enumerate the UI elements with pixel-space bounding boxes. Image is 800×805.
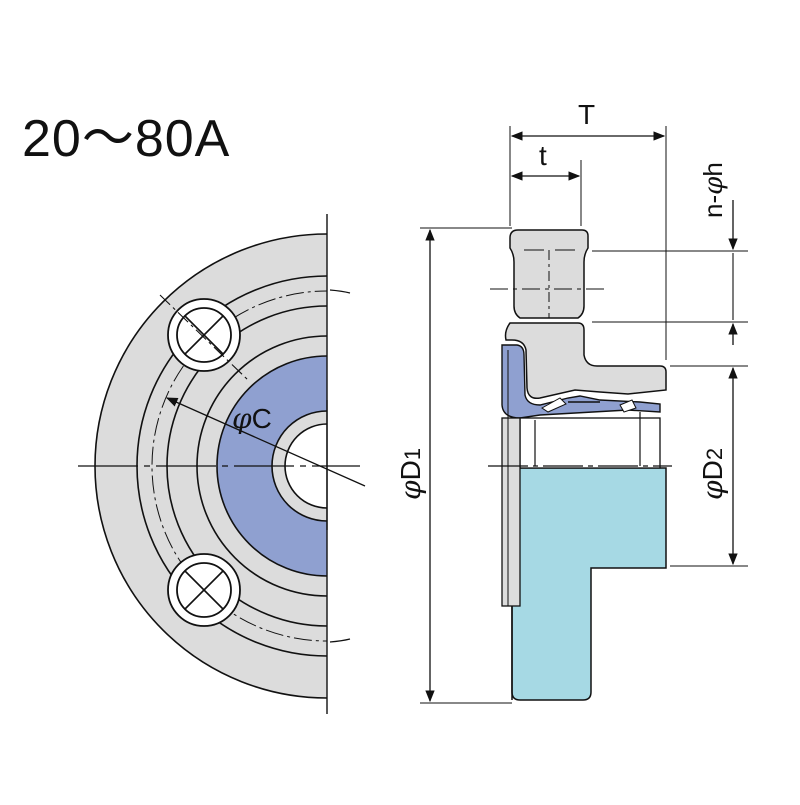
flange-body-section xyxy=(504,322,667,400)
label-T: T xyxy=(578,99,595,130)
bolt-hole-bottom xyxy=(167,553,241,627)
seal-profile xyxy=(501,344,661,419)
pipe-body xyxy=(511,467,667,701)
section-view: T t φD1 n-φh φD2 xyxy=(394,99,748,704)
label-t: t xyxy=(539,140,547,171)
label-C: φC xyxy=(232,402,272,435)
bolt-hole-top xyxy=(167,298,241,372)
label-D1: φD1 xyxy=(394,448,427,500)
size-range-title: 20～80A xyxy=(22,110,231,168)
label-D2: φD2 xyxy=(696,448,729,500)
dim-C-line xyxy=(165,397,366,487)
front-half-view: φC xyxy=(78,214,366,714)
label-n-h: n-φh xyxy=(698,162,729,218)
